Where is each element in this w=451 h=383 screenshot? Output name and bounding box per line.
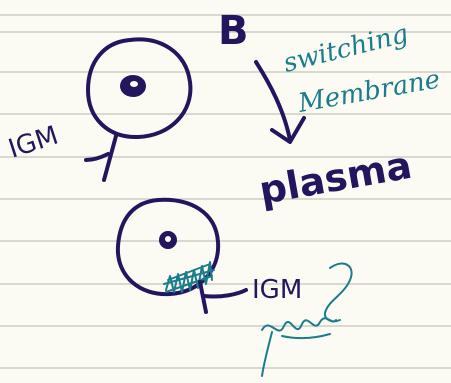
label-b-cell: B [218, 8, 249, 54]
label-switching: switching [280, 19, 411, 79]
b-cell-nucleus-highlight [130, 81, 138, 87]
label-plasma: plasma [256, 143, 415, 213]
label-igm-top: IGM [5, 121, 62, 165]
plasma-cell-drawing [118, 200, 246, 312]
b-cell-drawing [86, 39, 190, 180]
label-igm-bottom: IGM [252, 275, 302, 305]
igm-pointer-top [86, 136, 116, 180]
plasma-cell-nucleus-highlight [165, 236, 171, 242]
label-membrane: Membrane [295, 64, 442, 119]
igm-pointer-bottom [200, 282, 246, 312]
membrane-igm-scribble [164, 262, 214, 292]
teal-scribble [262, 318, 336, 376]
teal-squiggle-curve [325, 264, 352, 322]
